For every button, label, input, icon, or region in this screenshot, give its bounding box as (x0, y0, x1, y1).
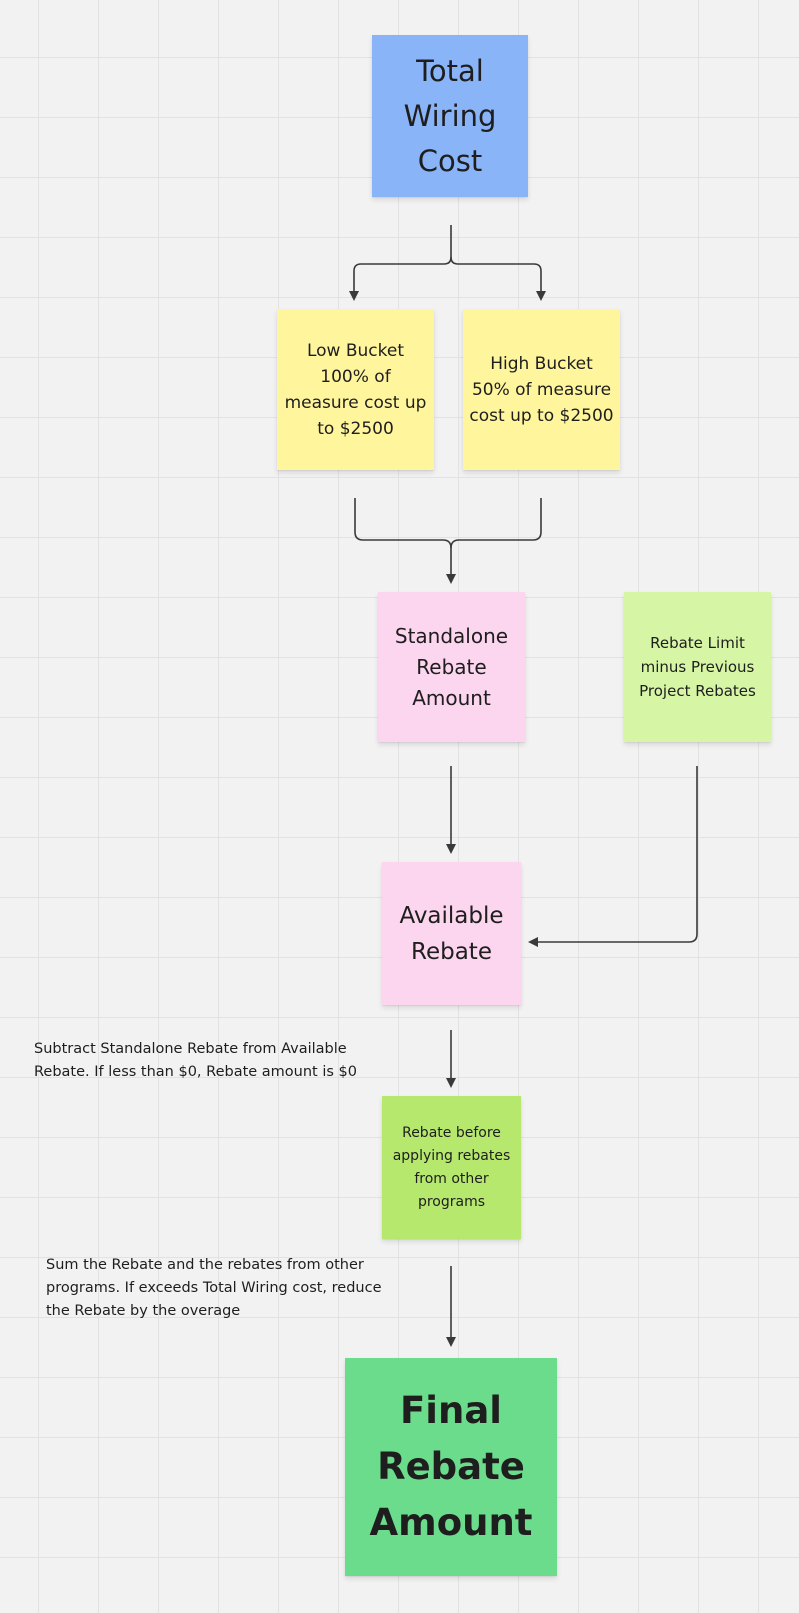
sticky-final-rebate-amount[interactable]: Final Rebate Amount (345, 1358, 557, 1576)
sticky-standalone-rebate-label: Standalone Rebate Amount (394, 623, 509, 710)
connector-low-to-standalone (354, 498, 456, 584)
sticky-rebate-limit[interactable]: Rebate Limit minus Previous Project Reba… (624, 592, 771, 742)
connector-high-to-standalone (450, 498, 542, 549)
note-subtract-standalone[interactable]: Subtract Standalone Rebate from Availabl… (34, 1041, 357, 1080)
connector-total-to-high (450, 256, 546, 301)
sticky-high-bucket[interactable]: High Bucket 50% of measure cost up to $2… (463, 309, 620, 470)
sticky-rebate-limit-label: Rebate Limit minus Previous Project Reba… (639, 634, 756, 700)
sticky-available-rebate[interactable]: Available Rebate (382, 862, 521, 1005)
sticky-low-bucket[interactable]: Low Bucket 100% of measure cost up to $2… (277, 309, 434, 470)
sticky-final-rebate-amount-label: Final Rebate Amount (369, 1389, 533, 1544)
sticky-standalone-rebate[interactable]: Standalone Rebate Amount (378, 592, 525, 742)
connector-limit-to-available (528, 766, 698, 947)
connector-total-to-low (349, 225, 452, 301)
note-sum-rebates[interactable]: Sum the Rebate and the rebates from othe… (46, 1257, 382, 1319)
sticky-high-bucket-label: High Bucket 50% of measure cost up to $2… (469, 353, 614, 426)
sticky-total-wiring-cost-label: Total Wiring Cost (403, 53, 497, 178)
sticky-rebate-before-other-programs[interactable]: Rebate before applying rebates from othe… (382, 1096, 521, 1239)
sticky-rebate-before-other-programs-label: Rebate before applying rebates from othe… (392, 1124, 511, 1210)
sticky-total-wiring-cost[interactable]: Total Wiring Cost (372, 35, 528, 197)
sticky-available-rebate-label: Available Rebate (399, 902, 504, 965)
sticky-low-bucket-label: Low Bucket 100% of measure cost up to $2… (284, 340, 427, 439)
